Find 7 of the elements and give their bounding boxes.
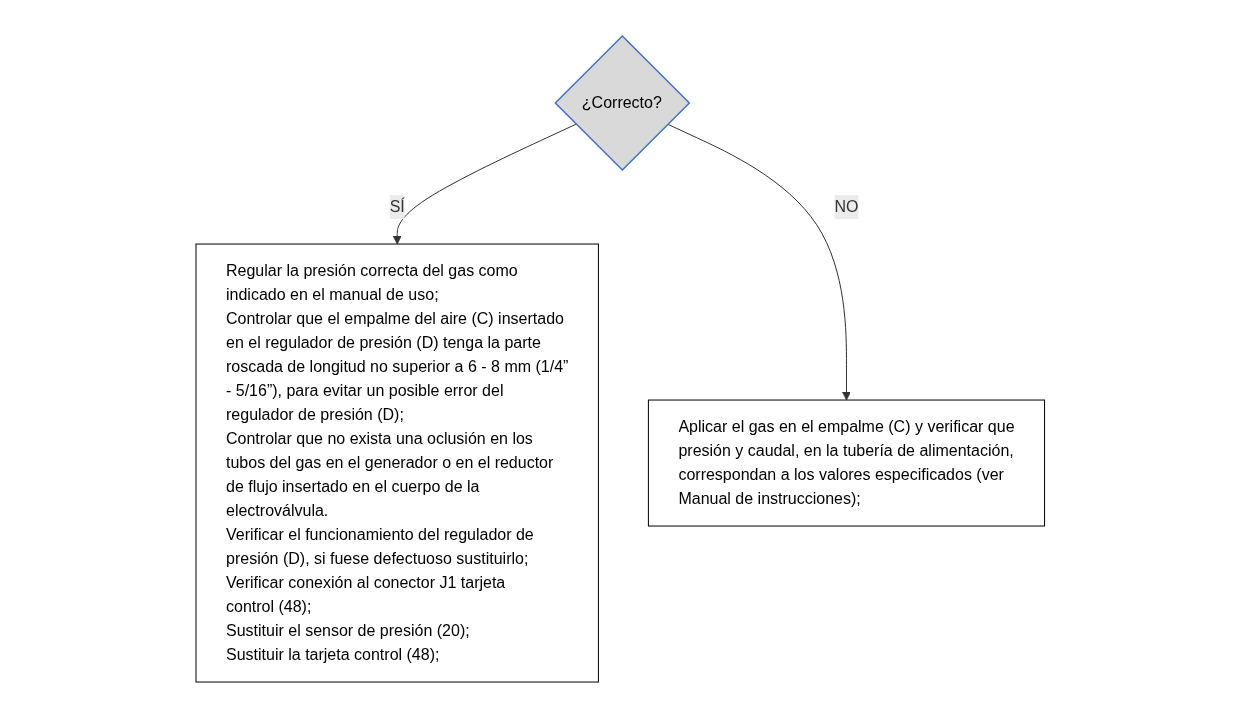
edge-label: NO [834,198,859,216]
node-box: Aplicar el gas en el empalme (C) y verificar que presión y caudal, en la tubería de alimentación, correspondan a los valores especificados (ver Manual de instrucciones); [648,399,1046,527]
arrow [667,123,852,401]
node-box: Regular la presión correcta del gas como indicado en el manual de uso; Controlar que el empalme del aire (C) insertado en el regulador de presión (D) tenga la parte roscada de longitud no superior a 6 - 8 mm (1/4” - 5/16”), para evitar un posible error del regulador de presión (D); Controlar que no exista una oclusión en los tubos del gas en el generador o en el reductor de flujo insertado en el cuerpo de la electroválvula. Verificar el funcionamiento del regulador de presión (D), si fuese defectuoso sustituirlo; Verificar conexión al conector J1 tarjeta control (48); Sustituir el sensor de presión (20); Sustituir la tarjeta control (48); [195,243,600,683]
edge-label: SÍ [389,198,405,216]
node-diamond: ¿Correcto? [554,34,691,172]
arrow [393,123,577,245]
